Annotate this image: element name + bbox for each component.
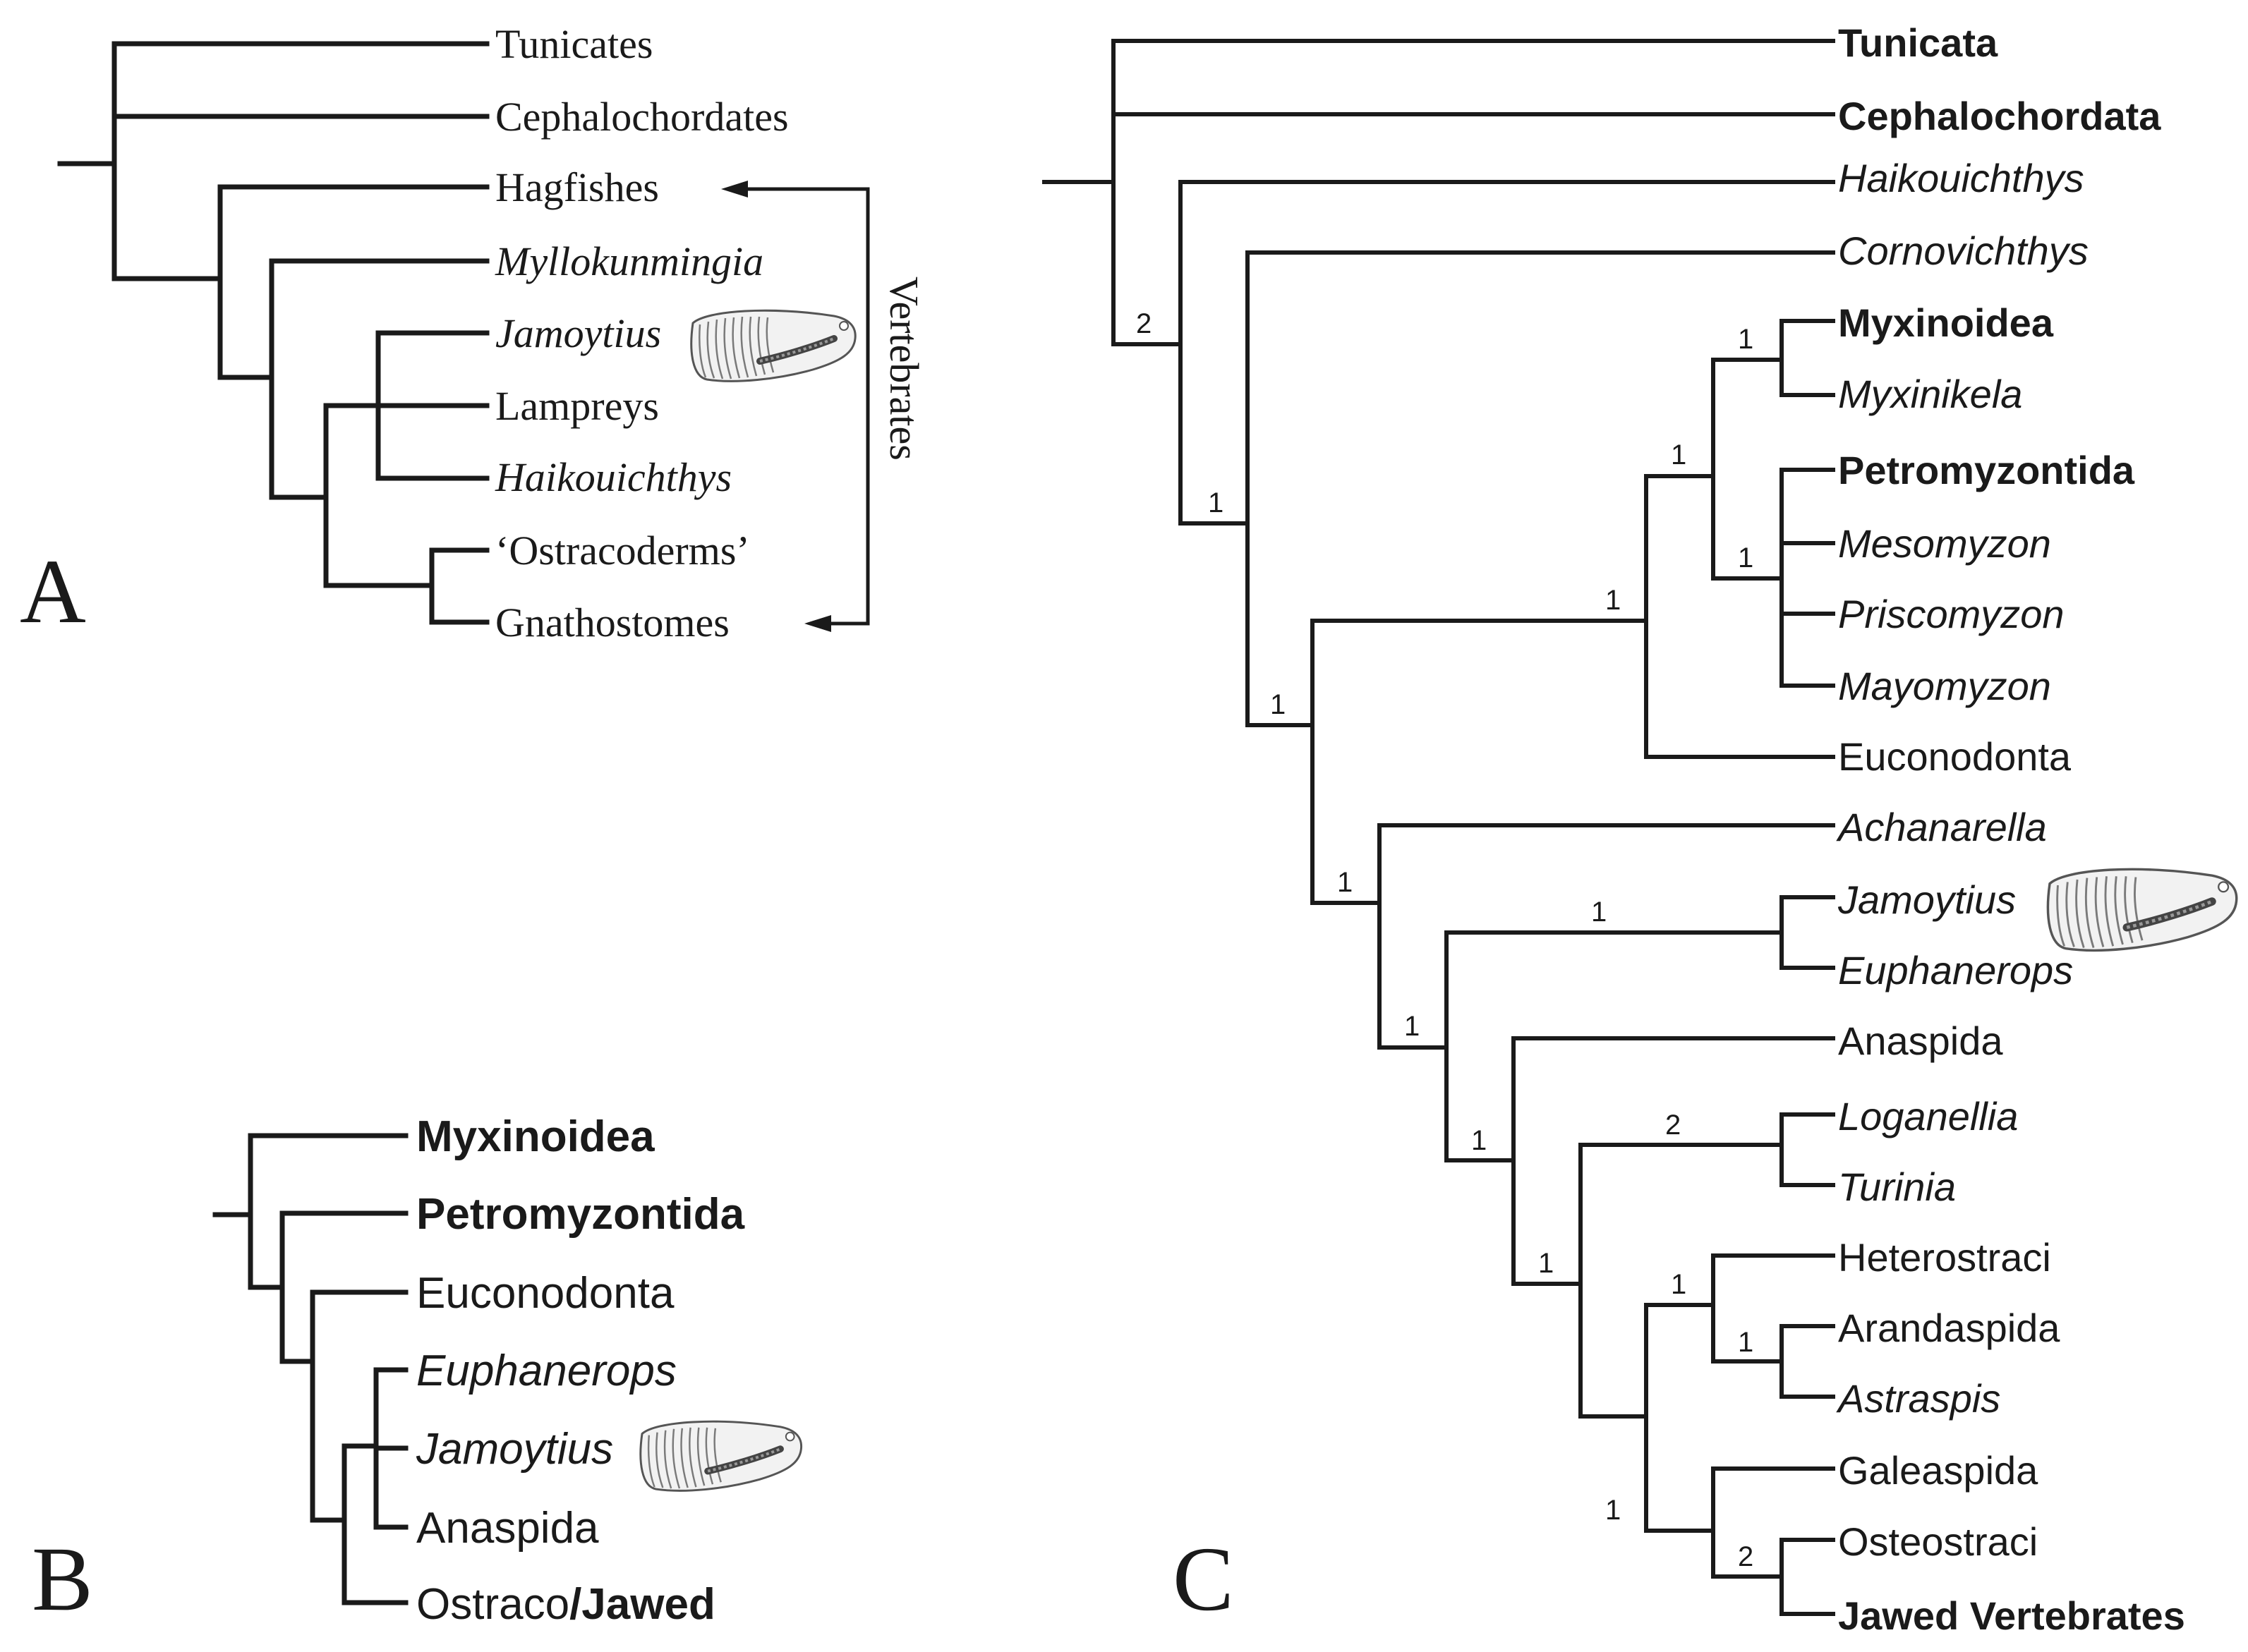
- support-value: 2: [1665, 1110, 1681, 1141]
- taxon-cephalochordata: Cephalochordata: [1838, 94, 2161, 138]
- taxon-arandaspida: Arandaspida: [1838, 1306, 2060, 1350]
- taxon-anaspida: Anaspida: [416, 1504, 599, 1553]
- support-value: 1: [1671, 1269, 1686, 1300]
- support-value: 1: [1738, 324, 1753, 355]
- taxon-euconodonta: Euconodonta: [416, 1269, 675, 1318]
- taxon-achanarella: Achanarella: [1836, 805, 2047, 849]
- taxon-myxinoidea: Myxinoidea: [416, 1112, 655, 1161]
- panel-a-taxa: Tunicates Cephalochordates Hagfishes Myl…: [495, 21, 789, 645]
- taxon-galeaspida: Galeaspida: [1838, 1448, 2038, 1493]
- bracket-label: Vertebrates: [881, 277, 927, 461]
- taxon-heterostraci: Heterostraci: [1838, 1235, 2051, 1280]
- support-value: 1: [1591, 897, 1607, 928]
- taxon-mayomyzon: Mayomyzon: [1838, 664, 2051, 708]
- jamoytius-fossil-icon: [691, 310, 855, 381]
- taxon-petromyzontida: Petromyzontida: [1838, 448, 2135, 492]
- support-value: 1: [1605, 585, 1621, 616]
- support-value: 1: [1671, 439, 1686, 470]
- support-value: 1: [1738, 542, 1753, 573]
- panel-c-support-values: 2 1 1 1 1 1 1 1 1 1 1 2 1 1 1 1 2: [1136, 308, 1753, 1572]
- taxon-cornovichthys: Cornovichthys: [1838, 229, 2089, 273]
- support-value: 1: [1605, 1495, 1621, 1526]
- taxon-jamoytius: Jamoytius: [1837, 877, 2016, 922]
- taxon-hagfishes: Hagfishes: [495, 164, 659, 210]
- jamoytius-fossil-icon: [641, 1421, 802, 1490]
- taxon-haikouichthys: Haikouichthys: [1838, 156, 2084, 200]
- taxon-cephalochordates: Cephalochordates: [495, 94, 789, 140]
- jamoytius-fossil-icon: [2048, 869, 2236, 950]
- taxon-jamoytius: Jamoytius: [416, 1425, 613, 1474]
- taxon-tunicates: Tunicates: [495, 21, 653, 67]
- support-value: 1: [1270, 689, 1286, 720]
- panel-letter-a: A: [20, 541, 86, 643]
- support-value: 1: [1738, 1327, 1753, 1358]
- panel-c-branches: [1042, 39, 1835, 1616]
- taxon-jawed-vertebrates: Jawed Vertebrates: [1838, 1593, 2185, 1638]
- panel-letter-c: C: [1173, 1529, 1234, 1630]
- panel-a-branches: [57, 41, 490, 625]
- taxon-haikouichthys: Haikouichthys: [495, 454, 732, 500]
- taxon-astraspis: Astraspis: [1836, 1376, 2000, 1421]
- taxon-priscomyzon: Priscomyzon: [1838, 592, 2065, 636]
- panel-c: 2 1 1 1 1 1 1 1 1 1 1 2 1 1 1 1 2 Tunica…: [1042, 20, 2237, 1638]
- taxon-ostraco: Ostraco: [416, 1580, 569, 1629]
- taxon-loganellia: Loganellia: [1838, 1094, 2018, 1138]
- taxon-anaspida: Anaspida: [1838, 1019, 2003, 1063]
- taxon-tunicata: Tunicata: [1838, 20, 1998, 65]
- taxon-euphanerops: Euphanerops: [416, 1347, 677, 1395]
- support-value: 1: [1208, 487, 1223, 518]
- taxon-myllokunmingia: Myllokunmingia: [495, 238, 763, 284]
- taxon-jamoytius: Jamoytius: [495, 310, 661, 356]
- arrow-left-icon: [804, 615, 831, 632]
- taxon-lampreys: Lampreys: [495, 383, 659, 429]
- support-value: 2: [1738, 1541, 1753, 1572]
- support-value: 1: [1471, 1125, 1487, 1156]
- taxon-euphanerops: Euphanerops: [1838, 948, 2073, 992]
- taxon-myxinikela: Myxinikela: [1838, 372, 2022, 416]
- support-value: 1: [1337, 867, 1353, 898]
- support-value: 1: [1538, 1248, 1554, 1279]
- panel-b: Myxinoidea Petromyzontida Euconodonta Eu…: [32, 1112, 802, 1630]
- panel-letter-b: B: [32, 1529, 93, 1630]
- taxon-ostraco-jawed: Ostraco/Jawed: [416, 1580, 715, 1629]
- panel-a: Tunicates Cephalochordates Hagfishes Myl…: [20, 21, 927, 645]
- taxon-jawed: /Jawed: [569, 1580, 715, 1629]
- taxon-petromyzontida: Petromyzontida: [416, 1190, 745, 1239]
- arrow-left-icon: [721, 181, 748, 198]
- panel-c-taxa: Tunicata Cephalochordata Haikouichthys C…: [1836, 20, 2185, 1638]
- taxon-gnathostomes: Gnathostomes: [495, 600, 730, 645]
- taxon-osteostraci: Osteostraci: [1838, 1519, 2038, 1564]
- panel-b-taxa: Myxinoidea Petromyzontida Euconodonta Eu…: [416, 1112, 745, 1629]
- panel-b-branches: [212, 1133, 409, 1605]
- taxon-mesomyzon: Mesomyzon: [1838, 521, 2051, 566]
- taxon-euconodonta: Euconodonta: [1838, 734, 2072, 779]
- support-value: 1: [1404, 1011, 1420, 1042]
- support-value: 2: [1136, 308, 1152, 339]
- vertebrates-bracket: Vertebrates: [721, 181, 927, 632]
- taxon-turinia: Turinia: [1838, 1165, 1956, 1209]
- taxon-myxinoidea: Myxinoidea: [1838, 300, 2054, 345]
- taxon-ostracoderms: ‘Ostracoderms’: [495, 528, 750, 573]
